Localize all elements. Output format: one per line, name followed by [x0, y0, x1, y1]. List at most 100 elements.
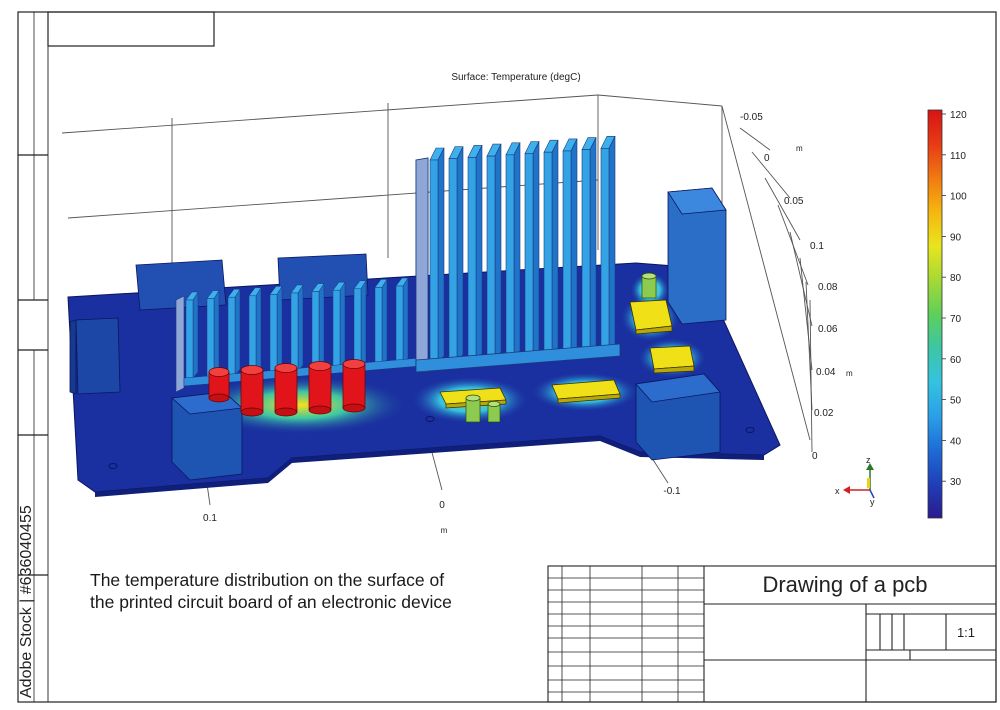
colorbar: 120 110 100 90 80 70 60 50 40 30 — [927, 109, 967, 519]
drawing-title: Drawing of a pcb — [762, 572, 927, 597]
heatsink-fin — [581, 149, 591, 352]
heatsink-fin-side — [437, 147, 445, 363]
drawing-frame — [17, 11, 997, 703]
caption: The temperature distribution on the surf… — [90, 569, 452, 613]
heatsink-fin-side — [276, 285, 283, 374]
watermark: Adobe Stock | #636040455 — [18, 505, 35, 698]
heatsink-fin-side — [360, 279, 367, 368]
z-tick-label: 0.04 — [816, 367, 836, 378]
triad-y-label: y — [870, 497, 875, 507]
colorbar-scale — [927, 109, 943, 519]
y-tick-label: 0.1 — [810, 241, 824, 252]
x-axis-ticks: 0.1 0 -0.1 m — [203, 486, 681, 535]
heatsink-fin — [227, 296, 236, 376]
triad-z-label: z — [866, 455, 871, 465]
z-tick-label: 0.06 — [818, 324, 838, 335]
colorbar-tick-label: 60 — [950, 355, 962, 366]
heatsink-fin — [543, 151, 553, 355]
heatsink-fin — [395, 285, 404, 365]
capacitor-body — [308, 365, 332, 411]
x-axis-unit: m — [441, 526, 448, 535]
caption-line-2: the printed circuit board of an electron… — [90, 592, 452, 612]
colorbar-tick-label: 30 — [950, 477, 962, 488]
capacitor-bottom — [208, 393, 230, 403]
z-tick-label: 0.02 — [814, 408, 834, 419]
heatsink-fin-side — [475, 145, 483, 361]
colorbar-tick-label: 50 — [950, 396, 962, 407]
y-axis-ticks: -0.05 0 0.05 0.1 m — [740, 112, 824, 252]
heatsink-base — [415, 157, 429, 373]
heatsink-fin-side — [570, 138, 578, 354]
capacitor-body — [342, 363, 366, 409]
colorbar-tick-label: 100 — [950, 192, 967, 203]
colorbar-tick-label: 120 — [950, 110, 967, 121]
green-capacitors — [465, 272, 657, 423]
colorbar-tick-label: 40 — [950, 436, 962, 447]
capacitor-top — [342, 359, 366, 369]
capacitor-top — [274, 363, 298, 373]
scale-label: 1:1 — [957, 625, 975, 640]
heatsink-fin-side — [318, 282, 325, 371]
z-tick-label: 0 — [812, 451, 818, 462]
caption-line-1: The temperature distribution on the surf… — [90, 570, 445, 590]
heatsink-fin — [374, 287, 383, 366]
heatsink-fin-side — [297, 284, 304, 372]
y-axis-unit: m — [796, 144, 803, 153]
heatsink-fin-side — [494, 143, 502, 359]
capacitor-top — [308, 361, 332, 371]
heatsink-fin-side — [402, 277, 409, 365]
heatsink-fin-side — [513, 142, 521, 358]
capacitor-top — [208, 367, 230, 377]
colorbar-tick-label: 80 — [950, 273, 962, 284]
z-tick-label: 0.08 — [818, 282, 838, 293]
hot-capacitors — [208, 359, 366, 417]
heatsink-fin — [206, 298, 215, 377]
y-tick-label: -0.05 — [740, 112, 763, 123]
heatsink-fin-side — [456, 146, 464, 362]
heatsink-fin-side — [192, 291, 199, 379]
capacitor-top — [240, 365, 264, 375]
capacitor-bottom — [274, 407, 298, 417]
heatsink-fin-side — [551, 140, 559, 355]
heatsink-fin — [429, 159, 439, 363]
heatsink-fin — [290, 292, 299, 372]
heatsink-fin-side — [381, 278, 388, 367]
heatsink-fin-side — [532, 141, 540, 357]
heatsink-fin — [332, 289, 341, 369]
watermark-text: Adobe Stock | #636040455 — [18, 505, 35, 698]
heatsink-base — [175, 295, 185, 393]
x-tick-label: 0 — [439, 500, 445, 511]
capacitor-bottom — [342, 403, 366, 413]
z-axis-ticks: 0.08 0.06 0.04 0.02 0 m — [812, 282, 853, 462]
heatsink-fin — [562, 150, 572, 354]
heatsink-fin-side — [234, 288, 241, 376]
x-tick-label: -0.1 — [663, 486, 681, 497]
heatsink-fin — [505, 154, 515, 358]
heatsink-fin-side — [255, 286, 262, 375]
heatsink-fin — [448, 158, 458, 362]
small-heatsink — [175, 277, 421, 393]
y-tick-label: 0.05 — [784, 196, 804, 207]
heatsink-fin-side — [608, 136, 616, 352]
colorbar-tick-label: 90 — [950, 232, 962, 243]
triad-x-label: x — [835, 486, 840, 496]
heatsink-fin-side — [339, 281, 346, 369]
x-tick-label: 0.1 — [203, 513, 217, 524]
capacitor-bottom — [240, 407, 264, 417]
capacitor-bottom — [308, 405, 332, 415]
capacitor-body — [274, 367, 298, 413]
heatsink-fin — [248, 295, 257, 375]
capacitor-body — [240, 369, 264, 413]
component-blocks — [69, 187, 727, 481]
heatsink-fin — [524, 153, 534, 356]
heatsink-fin — [600, 148, 610, 351]
title-block: Drawing of a pcb 1:1 — [547, 565, 997, 703]
colorbar-tick-label: 110 — [950, 151, 966, 162]
z-axis-unit: m — [846, 369, 853, 378]
y-tick-label: 0 — [764, 153, 770, 164]
heatsink-fin-side — [213, 289, 220, 378]
heatsink-fin — [185, 299, 194, 379]
colorbar-tick-label: 70 — [950, 314, 962, 325]
heatsink-fin — [353, 288, 362, 368]
